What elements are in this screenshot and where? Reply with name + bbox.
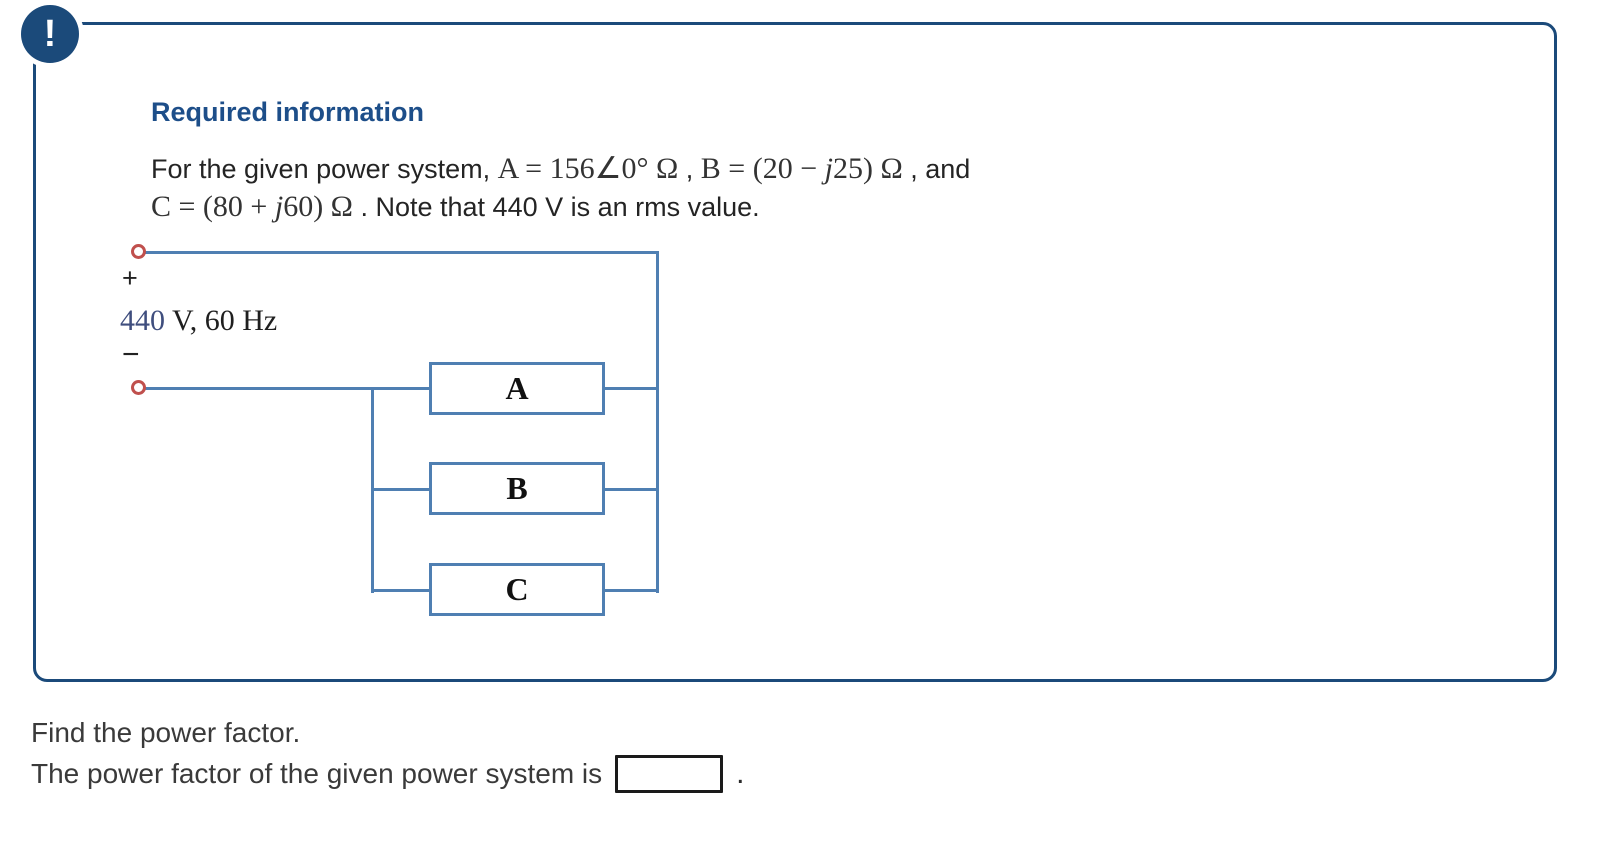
wire-bottom-horizontal bbox=[144, 387, 432, 390]
source-voltage-unit: V, 60 Hz bbox=[165, 304, 278, 337]
impedance-a-expression: A = 156∠0° Ω bbox=[497, 152, 679, 185]
wire-c-right-stub bbox=[602, 589, 659, 592]
plus-sign: + bbox=[122, 263, 138, 293]
problem-statement: For the given power system, A = 156∠0° Ω… bbox=[151, 150, 1251, 226]
impedance-c-expression: C = (80 + j60) Ω bbox=[151, 190, 353, 223]
wire-b-right-stub bbox=[602, 488, 659, 491]
alert-icon: ! bbox=[21, 5, 79, 63]
wire-b-left-stub bbox=[371, 488, 432, 491]
source-label: 440 V, 60 Hz bbox=[120, 304, 277, 338]
wire-a-right-stub bbox=[602, 387, 659, 390]
component-box-a: A bbox=[429, 362, 605, 415]
impedance-b-expression: B = (20 − j25) Ω bbox=[700, 152, 903, 185]
terminal-bottom-node-icon bbox=[131, 380, 146, 395]
problem-text-segment: , bbox=[678, 154, 701, 184]
answer-suffix-text: . bbox=[736, 757, 745, 790]
answer-row: The power factor of the given power syst… bbox=[31, 752, 745, 796]
wire-c-left-stub bbox=[371, 589, 432, 592]
required-information-header: Required information bbox=[151, 97, 425, 127]
problem-line-2: C = (80 + j60) Ω . Note that 440 V is an… bbox=[151, 188, 1251, 226]
problem-text-segment: . Note that 440 V is an rms value. bbox=[352, 192, 760, 222]
source-voltage-value: 440 bbox=[120, 304, 165, 337]
problem-text-segment: For the given power system, bbox=[151, 154, 498, 184]
imaginary-j: j bbox=[824, 152, 833, 185]
wire-top-horizontal bbox=[144, 251, 659, 254]
power-factor-input[interactable] bbox=[615, 755, 724, 793]
answer-prefix-text: The power factor of the given power syst… bbox=[31, 758, 603, 789]
problem-text-segment: , and bbox=[902, 154, 971, 184]
component-box-b: B bbox=[429, 462, 605, 515]
required-information-card: Required information For the given power… bbox=[33, 22, 1557, 682]
imaginary-j: j bbox=[274, 190, 284, 223]
component-box-c: C bbox=[429, 563, 605, 616]
problem-line-1: For the given power system, A = 156∠0° Ω… bbox=[151, 150, 1251, 188]
wire-right-bus-vertical bbox=[656, 251, 659, 593]
question-prompt: Find the power factor. bbox=[31, 717, 301, 748]
minus-sign: − bbox=[122, 338, 140, 371]
terminal-top-node-icon bbox=[131, 244, 146, 259]
